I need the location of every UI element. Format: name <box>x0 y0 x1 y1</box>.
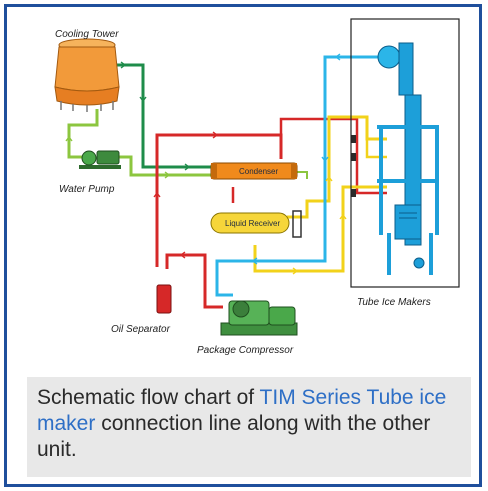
water-pump-label: Water Pump <box>59 184 115 195</box>
flow-arrows <box>65 53 347 275</box>
ice-maker-pump <box>413 257 425 269</box>
caption-highlight: TIM Series Tube ice maker <box>37 386 447 435</box>
oil-separator: Oil Separator <box>111 284 172 335</box>
compressor-motor <box>268 306 296 326</box>
receiver-gauge <box>292 210 302 238</box>
valves <box>351 135 356 197</box>
pump-casing <box>81 150 97 166</box>
schematic-diagram: Cooling Tower Water Pump Condenser Liqui… <box>54 18 460 356</box>
package-compressor-label: Package Compressor <box>197 345 294 356</box>
ice-maker-hopper <box>394 204 422 240</box>
condenser: Condenser <box>210 162 298 180</box>
arrow <box>153 191 161 198</box>
arrow <box>325 175 333 182</box>
pump-base <box>79 165 121 169</box>
arrow <box>65 135 73 142</box>
liquid-receiver: Liquid Receiver <box>210 210 302 238</box>
tower-basin <box>54 86 120 106</box>
pump-motor <box>96 150 120 165</box>
compressor-flywheel <box>232 300 250 318</box>
caption-text: Schematic flow chart of <box>37 386 260 409</box>
valve <box>351 135 356 143</box>
warm-gas-line <box>279 117 387 195</box>
condenser-water-out-line <box>297 171 308 179</box>
arrow <box>251 257 258 265</box>
ice-maker-lower-platform <box>377 179 439 183</box>
pump-to-condenser-line <box>119 155 211 177</box>
cooling-tower: Cooling Tower <box>54 29 120 112</box>
hot-gas-line <box>155 133 283 267</box>
water-pump: Water Pump <box>59 150 121 195</box>
arrow <box>164 171 171 179</box>
tube-ice-maker: Tube Ice Makers <box>350 18 460 308</box>
liquid-line <box>287 115 387 219</box>
diagram-frame: Cooling Tower Water Pump Condenser Liqui… <box>4 4 482 487</box>
condenser-label: Condenser <box>239 167 278 176</box>
liquid-branch-line <box>365 139 387 159</box>
receiver-tank <box>210 212 290 234</box>
arrow <box>292 267 299 275</box>
cooling-tower-label: Cooling Tower <box>55 29 119 40</box>
liquid-receiver-label: Liquid Receiver <box>225 219 280 228</box>
tower-body <box>54 46 120 92</box>
ice-maker-column-top <box>398 42 414 96</box>
arrow <box>179 251 186 259</box>
compressor-discharge-line <box>165 253 223 309</box>
ice-maker-upper-platform <box>377 125 439 129</box>
arrow <box>120 61 127 69</box>
oil-separator-label: Oil Separator <box>111 324 171 335</box>
package-compressor: Package Compressor <box>197 300 298 356</box>
arrow <box>184 163 191 171</box>
arrow <box>334 53 341 61</box>
ice-maker-frame <box>350 18 460 288</box>
caption-text-end: connection line along with the other uni… <box>37 412 431 461</box>
suction-line <box>215 55 379 297</box>
ice-maker-separator <box>377 45 401 69</box>
arrow <box>212 131 219 139</box>
cooling-water-return-line <box>107 63 211 169</box>
arrow <box>339 213 347 220</box>
tube-ice-makers-label: Tube Ice Makers <box>357 297 431 308</box>
caption-box: Schematic flow chart of TIM Series Tube … <box>27 377 471 477</box>
oil-separator-vessel <box>156 284 172 314</box>
arrow <box>321 156 329 163</box>
cooling-water-supply-line <box>67 109 99 159</box>
valve <box>351 189 356 197</box>
arrow <box>139 96 147 103</box>
valve <box>351 153 356 161</box>
